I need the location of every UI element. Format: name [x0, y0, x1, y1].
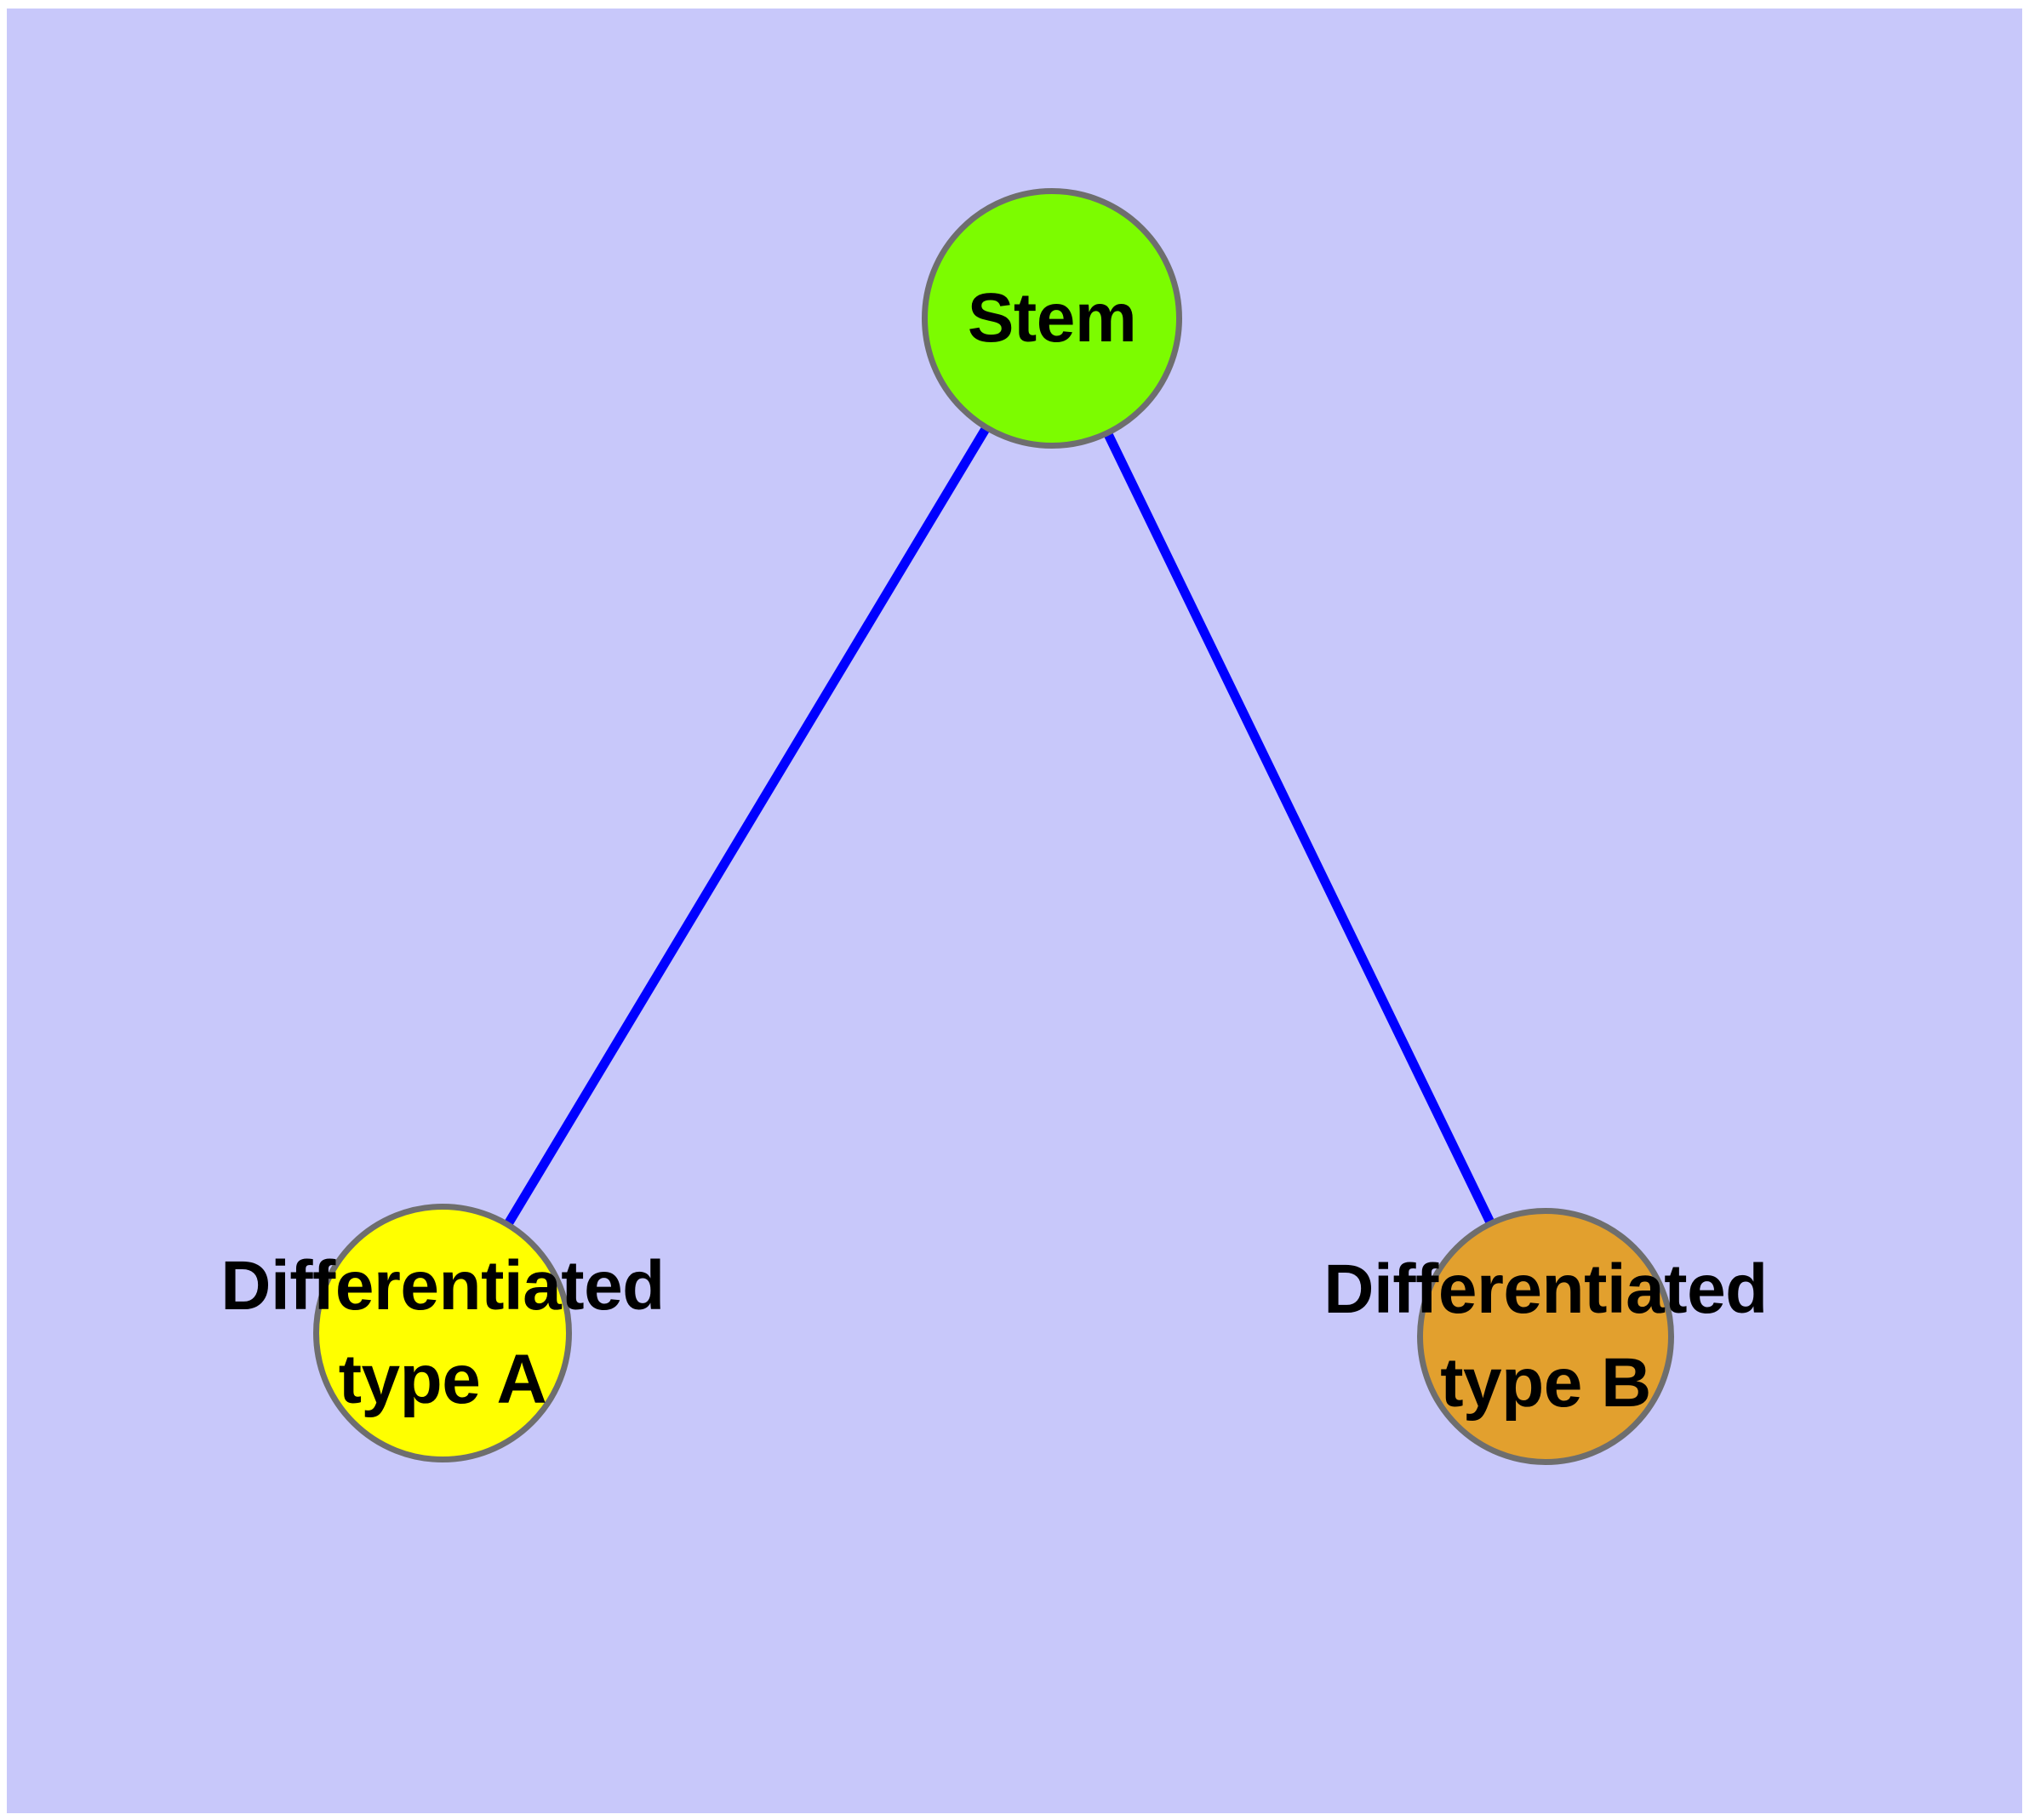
edge-layer — [501, 421, 1497, 1231]
edge-stem-to-diff-a[interactable] — [501, 421, 993, 1231]
node-differentiated-type-b[interactable] — [1417, 1208, 1674, 1465]
node-stem[interactable] — [922, 188, 1182, 449]
node-differentiated-type-a[interactable] — [313, 1204, 572, 1462]
edge-stem-to-diff-b[interactable] — [1101, 427, 1497, 1229]
node-layer — [313, 188, 1674, 1465]
